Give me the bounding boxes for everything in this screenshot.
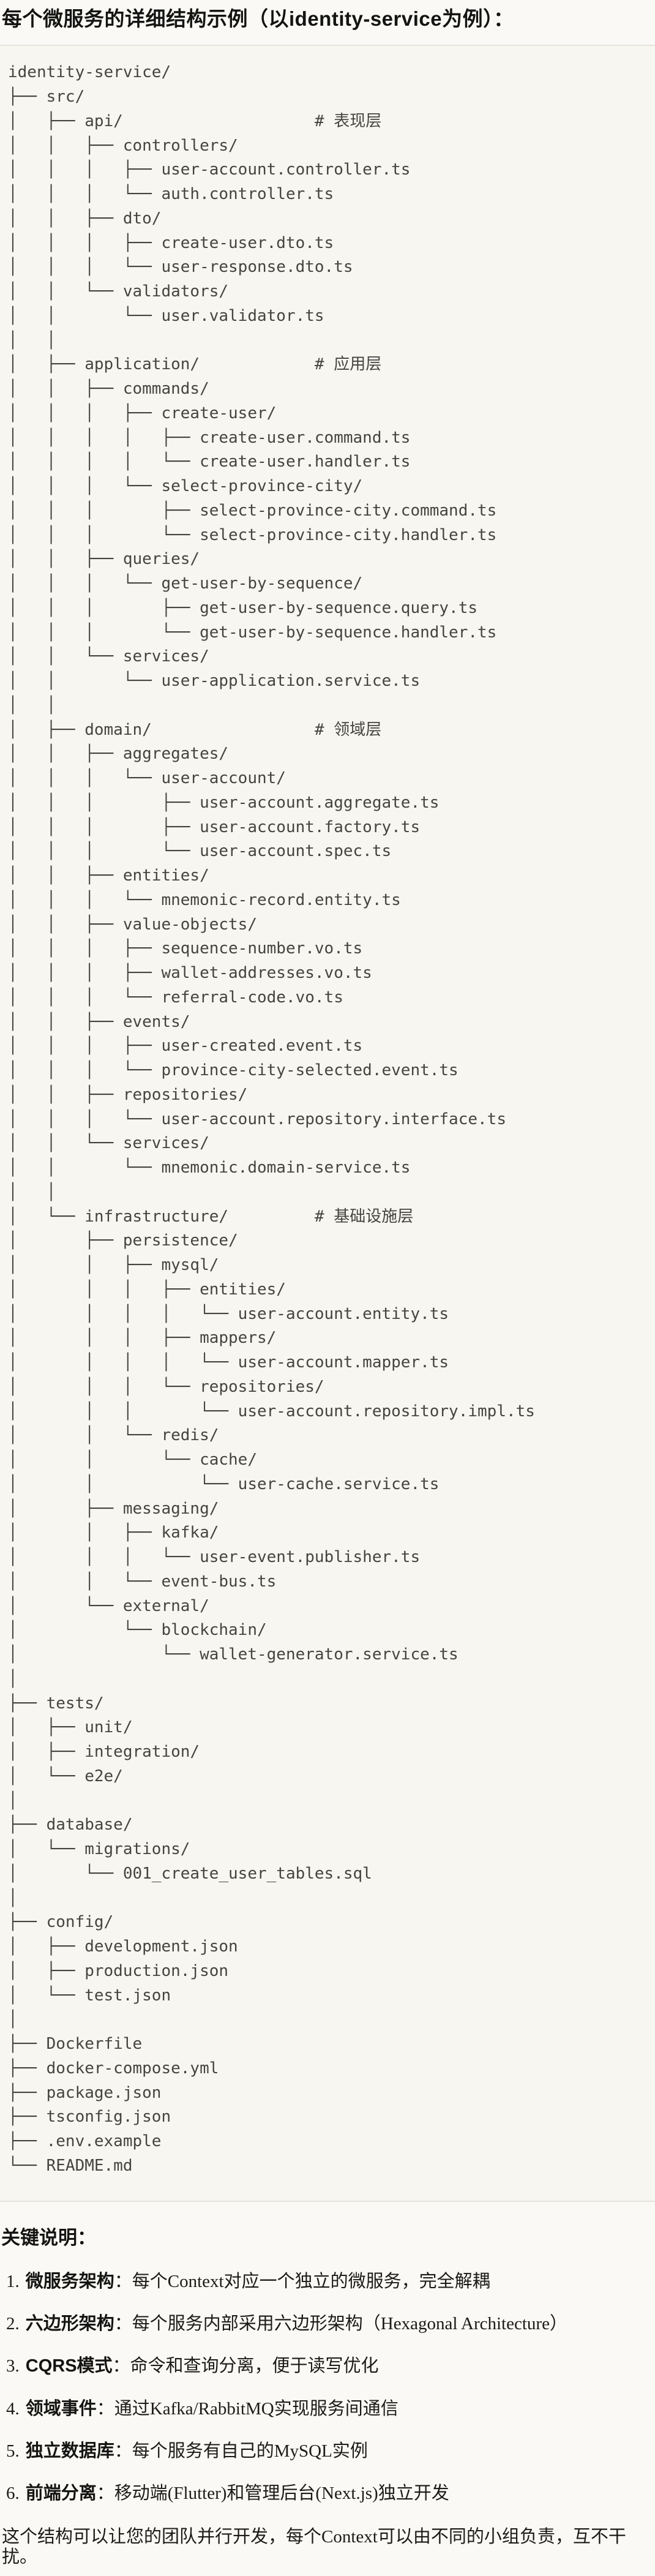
key-notes-heading: 关键说明： [1, 2226, 96, 2248]
note-item-1: 1.微服务架构：每个Context对应一个独立的微服务，完全解耦 [1, 2272, 649, 2292]
note-term: 独立数据库 [25, 2441, 114, 2461]
note-number: 5. [6, 2441, 20, 2461]
note-desc: ：通过Kafka/RabbitMQ实现服务间通信 [96, 2398, 399, 2419]
note-term: 领域事件 [25, 2398, 97, 2419]
note-term: 六边形架构 [25, 2313, 114, 2334]
code-block: identity-service/ ├── src/ │ ├── api/ # … [0, 45, 655, 2202]
page-title: 每个微服务的详细结构示例（以identity-service为例）： [2, 7, 514, 30]
note-item-3: 3.CQRS模式：命令和查询分离，便于读写优化 [1, 2356, 649, 2376]
note-desc: ：每个Context对应一个独立的微服务，完全解耦 [114, 2271, 490, 2291]
note-number: 6. [6, 2484, 20, 2504]
note-number: 4. [6, 2398, 20, 2419]
key-notes-section: 关键说明： 1.微服务架构：每个Context对应一个独立的微服务，完全解耦 2… [0, 2222, 655, 2568]
note-item-5: 5.独立数据库：每个服务有自己的MySQL实例 [1, 2441, 649, 2461]
note-term: CQRS模式 [25, 2356, 113, 2376]
note-term: 前端分离 [25, 2484, 97, 2504]
note-item-2: 2.六边形架构：每个服务内部采用六边形架构（Hexagonal Architec… [1, 2314, 649, 2334]
note-desc: ：命令和查询分离，便于读写优化 [112, 2356, 379, 2376]
directory-tree: identity-service/ ├── src/ │ ├── api/ # … [8, 63, 535, 2175]
note-number: 1. [6, 2271, 20, 2291]
note-number: 2. [6, 2313, 20, 2334]
note-term: 微服务架构 [25, 2271, 114, 2291]
note-item-6: 6.前端分离：移动端(Flutter)和管理后台(Next.js)独立开发 [1, 2484, 649, 2504]
note-desc: ：每个服务内部采用六边形架构（Hexagonal Architecture） [114, 2313, 567, 2334]
closing-paragraph: 这个结构可以让您的团队并行开发，每个Context可以由不同的小组负责，互不干扰… [2, 2526, 626, 2567]
note-desc: ：移动端(Flutter)和管理后台(Next.js)独立开发 [96, 2484, 449, 2504]
note-number: 3. [6, 2356, 20, 2376]
note-desc: ：每个服务有自己的MySQL实例 [114, 2441, 368, 2461]
note-item-4: 4.领域事件：通过Kafka/RabbitMQ实现服务间通信 [1, 2399, 649, 2419]
